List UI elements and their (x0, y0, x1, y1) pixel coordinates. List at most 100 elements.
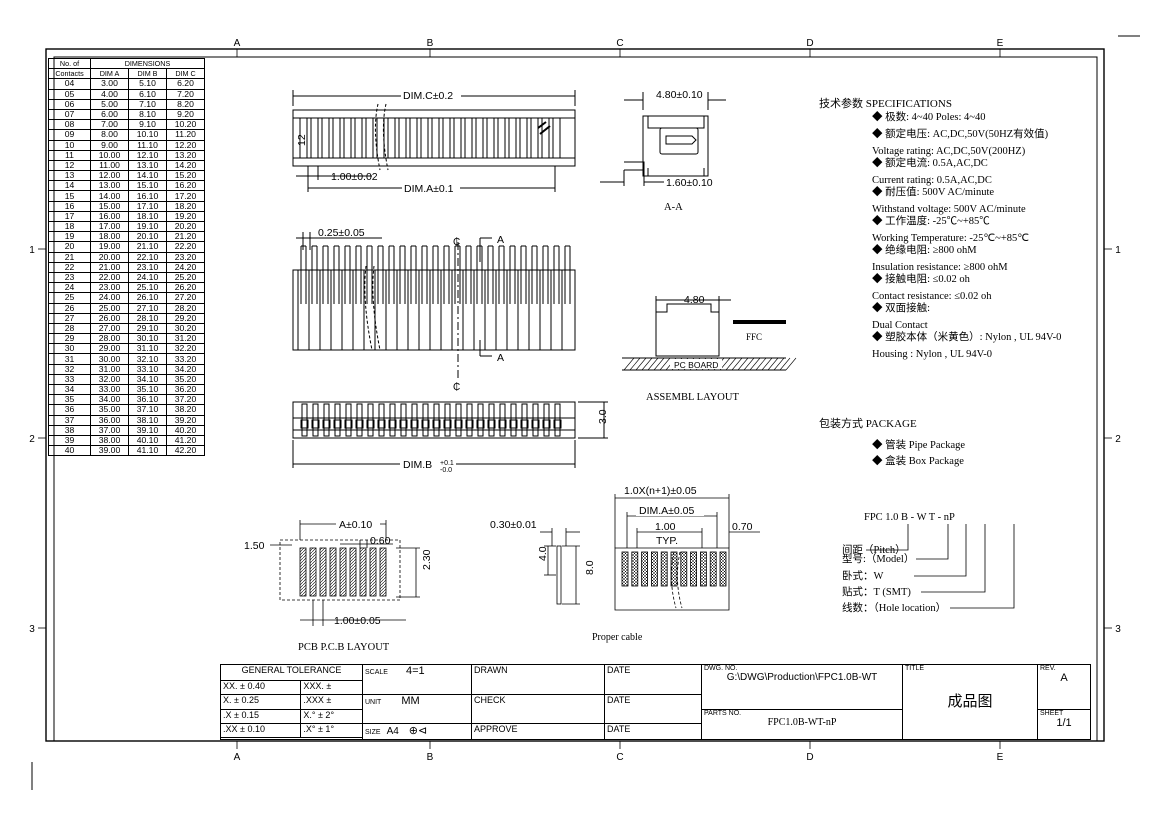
front-pin (542, 245, 549, 304)
dim-b-cell: 8.10 (128, 108, 167, 121)
top-view (292, 90, 576, 192)
contacts-cell: 17 (48, 210, 91, 223)
bottom-pin-foot (333, 419, 342, 429)
dim-c-cell: 29.20 (166, 312, 205, 324)
rev-value: A (1060, 672, 1068, 684)
dim-a-cell: 31.00 (90, 363, 129, 375)
dim-a-cell: 32.00 (90, 373, 129, 386)
spec-line: Contact resistance: ≤0.02 oh (872, 291, 992, 302)
scale-value: 4=1 (405, 665, 425, 677)
hatch-line (785, 357, 797, 371)
part-code-leaders (866, 524, 1015, 609)
tol-2-1: X.° ± 2° (300, 708, 363, 724)
pcb-pad (299, 547, 307, 597)
dim-c-cell: 23.20 (166, 251, 205, 263)
bottom-pin-foot (421, 419, 430, 429)
hatch-line (731, 357, 743, 371)
title-value: 成品图 (947, 693, 993, 710)
cable-80-label: 8.0 (584, 560, 596, 575)
cable-side-view (540, 528, 580, 605)
spec-line: Housing : Nylon , UL 94V-0 (872, 349, 992, 360)
header-dimensions: DIMENSIONS (90, 57, 205, 70)
dim-c-label: DIM.C±0.2 (403, 90, 453, 102)
specs-title: 技术参数 SPECIFICATIONS (819, 98, 952, 110)
dim-a-cell: 35.00 (90, 404, 129, 416)
top-contact (541, 117, 550, 159)
pcb-060-label: 0.60 (370, 535, 391, 547)
front-pin (322, 245, 329, 304)
front-pin (355, 245, 362, 304)
cable-title: Proper cable (592, 632, 643, 643)
size-label: SIZE (365, 728, 381, 736)
dim-b-cell: 40.10 (128, 434, 167, 447)
front-view-pins (297, 245, 571, 350)
dim-c-cell: 33.20 (166, 353, 205, 365)
header-dim-b: DIM B (128, 68, 167, 80)
drawn-date-label: DATE (604, 663, 702, 696)
contacts-cell: 12 (48, 159, 91, 172)
contacts-cell: 24 (48, 282, 91, 294)
section-aa-title: A-A (664, 202, 683, 213)
bottom-pin-foot (322, 419, 331, 429)
dim-b-cell: 15.10 (128, 180, 167, 192)
contacts-cell: 34 (48, 383, 91, 396)
header-contacts: Contacts (48, 68, 91, 80)
spec-line: Insulation resistance: ≥800 ohM (872, 262, 1008, 273)
zone-row-2-right: 2 (1115, 434, 1121, 445)
bottom-pin-foot (399, 419, 408, 429)
cable-conductor (680, 551, 688, 587)
dim-b-cell: 17.10 (128, 200, 167, 212)
front-pin (333, 245, 340, 304)
dim-a-cell: 27.00 (90, 322, 129, 335)
spec-line: ◆ 极数: 4~40 Poles: 4~40 (872, 112, 986, 123)
dim-c-cell: 34.20 (166, 363, 205, 375)
contacts-cell: 38 (48, 424, 91, 436)
hatch-line (779, 357, 791, 371)
top-contact (431, 117, 440, 159)
top-contact (343, 117, 352, 159)
bottom-pin-foot (476, 419, 485, 429)
pcb-pad (349, 547, 357, 597)
dim-b-cell: 31.10 (128, 343, 167, 355)
section-aa (600, 92, 726, 186)
dim-b-cell: 10.10 (128, 129, 167, 141)
spec-line: Working Temperature: -25℃~+85℃ (872, 233, 1030, 244)
bottom-pin-foot (454, 419, 463, 429)
zone-col-a-bottom: A (234, 752, 241, 763)
front-pin (531, 245, 538, 304)
code-model: 型号:（Model） (842, 552, 914, 565)
cable-030-label: 0.30±0.01 (490, 519, 537, 531)
hatch-line (737, 357, 749, 371)
top-contact (365, 117, 374, 159)
front-pin (377, 245, 384, 304)
bottom-pin-foot (388, 419, 397, 429)
dim-b-cell: 37.10 (128, 404, 167, 416)
contacts-cell: 13 (48, 170, 91, 182)
code-type-w: 卧式：W (842, 569, 883, 582)
contacts-cell: 05 (48, 88, 91, 100)
contacts-cell: 31 (48, 353, 91, 365)
contacts-cell: 23 (48, 271, 91, 284)
dim-a-cell: 38.00 (90, 434, 129, 447)
contacts-cell: 21 (48, 251, 91, 263)
contacts-cell: 27 (48, 312, 91, 324)
top-contact (442, 117, 451, 159)
drawn-label: DRAWN (471, 663, 605, 696)
spec-line: ◆ 双面接触: (872, 303, 931, 314)
pcb-pad (369, 547, 377, 597)
pcb-pads (299, 547, 387, 597)
